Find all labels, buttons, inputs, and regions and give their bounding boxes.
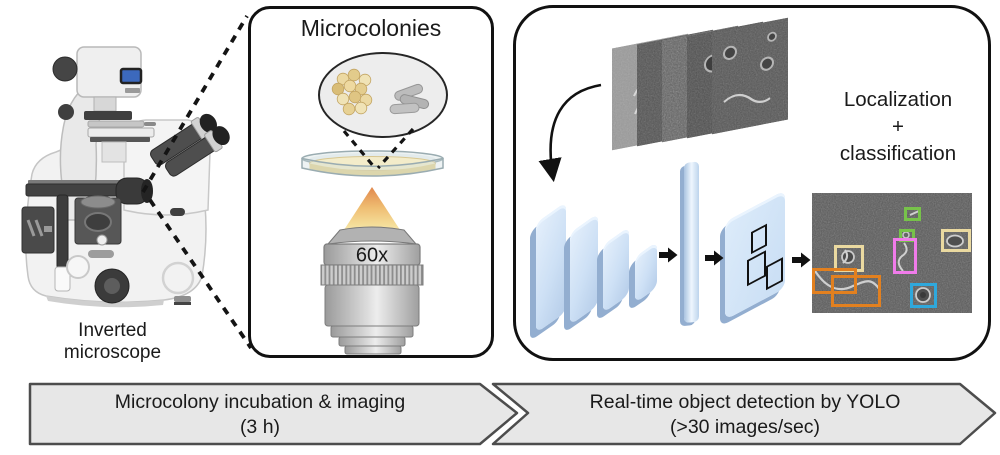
base-shadow — [46, 296, 164, 308]
objective-ring-1 — [330, 325, 414, 338]
result-line-3: classification — [839, 142, 957, 165]
base-tab-shadow — [174, 302, 191, 305]
microscope-caption: Inverted microscope — [30, 320, 195, 364]
result-line-1: Localization — [843, 88, 953, 111]
panel-marks — [26, 219, 44, 237]
right-arrow-icon — [792, 252, 811, 268]
detection-image — [812, 193, 972, 313]
condenser-slider — [87, 120, 145, 128]
rod-tip — [54, 266, 71, 292]
turret-detail — [96, 234, 108, 246]
turret-disc — [80, 195, 116, 209]
curved-arrow-icon — [538, 83, 602, 183]
caption-line-1: Inverted — [78, 320, 147, 341]
microcolony-drawing — [331, 68, 430, 116]
condenser-plate — [84, 111, 132, 120]
step2-line2: (>30 images/sec) — [669, 416, 821, 438]
yolo-panel: Localization + classification — [513, 5, 991, 361]
lever — [88, 250, 114, 258]
inverted-microscope-illustration — [21, 46, 230, 308]
yeast-colony-cluster — [331, 68, 373, 116]
flow-arrows — [538, 83, 811, 268]
turret-lens — [84, 212, 112, 232]
process-arrow-shape-1 — [28, 382, 519, 446]
process-arrows — [28, 382, 997, 446]
objective-magnification-label: 60x — [356, 245, 388, 267]
lamp-knob — [52, 56, 78, 82]
microcolonies-panel: Microcolonies — [248, 6, 494, 358]
step1-line2: (3 h) — [239, 416, 281, 438]
bounding-box — [910, 283, 937, 308]
microscopy-frame — [712, 17, 788, 135]
upper-stage — [87, 127, 155, 138]
panel-title: Microcolonies — [300, 15, 442, 41]
result-line-2: + — [892, 115, 904, 138]
knurled-ring — [320, 264, 424, 286]
bounding-box — [812, 268, 857, 294]
objective-ring-3 — [344, 345, 402, 355]
stage-knob-cap — [141, 179, 153, 203]
control-rod — [56, 194, 69, 270]
process-arrow-shape-2 — [491, 382, 997, 446]
focus-knob-inner — [104, 278, 120, 294]
panel-mark — [44, 226, 52, 232]
condenser-column — [93, 96, 117, 112]
bounding-box — [831, 275, 881, 307]
condenser-neck — [101, 141, 127, 163]
light-cone — [342, 187, 402, 238]
agar — [309, 163, 436, 176]
port-circle — [66, 255, 90, 279]
vent — [125, 88, 140, 93]
objective-body — [324, 284, 420, 327]
stage-bar — [25, 183, 123, 197]
slider-handle — [144, 122, 156, 126]
objective-assembly: 60x — [320, 187, 424, 355]
process-step-1: Microcolony incubation & imaging (3 h) — [40, 390, 480, 440]
display-screen — [119, 67, 143, 85]
right-arrow-icon — [659, 247, 678, 263]
step2-line1: Real-time object detection by YOLO — [589, 391, 901, 413]
process-step-2: Real-time object detection by YOLO (>30 … — [535, 390, 955, 440]
objective-cap — [326, 226, 418, 245]
caption-line-2: microscope — [63, 342, 162, 363]
objective-ring-2 — [338, 336, 406, 347]
upper-stage-edge — [90, 137, 150, 142]
step1-line1: Microcolony incubation & imaging — [114, 391, 406, 413]
petri-dish — [301, 150, 444, 177]
result-label: Localization + classification — [808, 86, 988, 167]
bounding-box — [893, 238, 917, 274]
bounding-box — [941, 229, 971, 252]
magnified-view-circle — [318, 52, 448, 138]
side-button — [170, 208, 185, 216]
side-knob — [58, 104, 74, 120]
right-arrow-icon — [705, 250, 724, 266]
rod-colony-cluster — [389, 83, 430, 115]
base-tab — [174, 296, 191, 302]
bounding-box — [904, 207, 921, 221]
control-panel — [21, 206, 55, 254]
